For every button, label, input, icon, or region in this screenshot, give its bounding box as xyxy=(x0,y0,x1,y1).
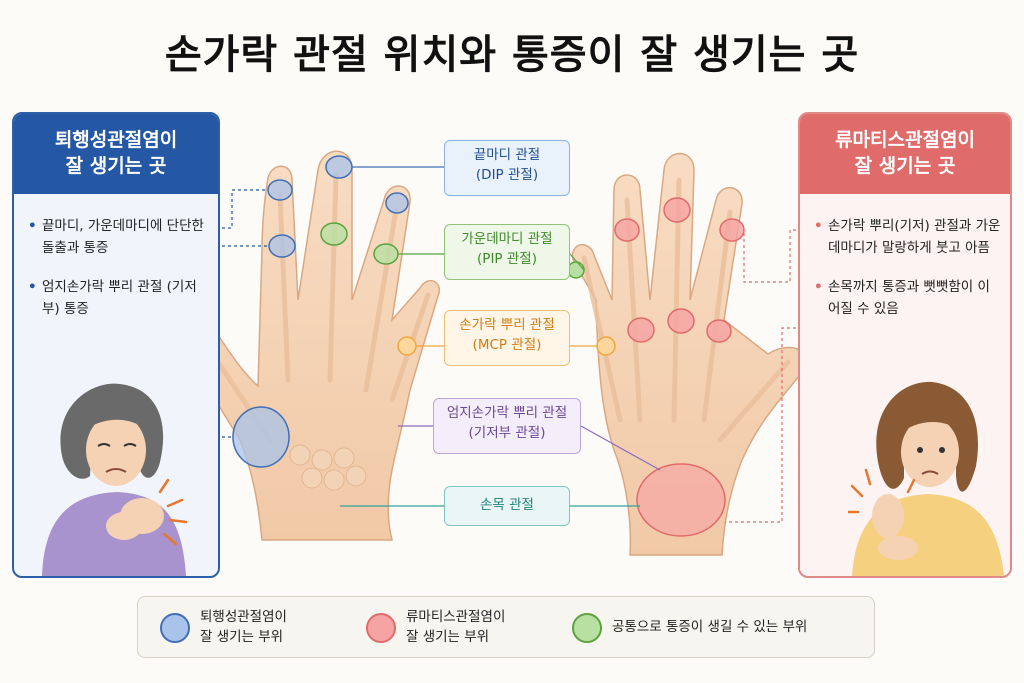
legend-rheum-line1: 류마티스관절염이 xyxy=(406,609,506,626)
right-hand-illustration xyxy=(567,152,807,556)
wrist-joint-label: 손목 관절 xyxy=(444,486,570,526)
mcp-joint-label: 손가락 뿌리 관절 (MCP 관절) xyxy=(444,310,570,366)
legend-rheum-line2: 잘 생기는 부위 xyxy=(406,629,490,645)
mcp-label-code: (MCP 관절) xyxy=(472,336,542,353)
legend: 퇴행성관절염이 잘 생기는 부위 류마티스관절염이 잘 생기는 부위 공통으로 … xyxy=(137,596,875,658)
list-item: 끝마디, 가운데마디에 단단한 돌출과 통증 xyxy=(28,216,210,259)
legend-item-rheumatoid: 류마티스관절염이 잘 생기는 부위 xyxy=(366,597,505,659)
legend-item-osteoarthritis: 퇴행성관절염이 잘 생기는 부위 xyxy=(160,597,287,659)
green-circle-icon xyxy=(572,613,602,643)
rheumatoid-bullet-list: 손가락 뿌리(기저) 관절과 가운데마디가 말랑하게 붓고 아픔 손목까지 통증… xyxy=(800,194,1010,320)
list-item: 손가락 뿌리(기저) 관절과 가운데마디가 말랑하게 붓고 아픔 xyxy=(814,216,1002,259)
osteoarthritis-panel-heading: 퇴행성관절염이 잘 생기는 곳 xyxy=(14,114,218,194)
list-item: 손목까지 통증과 뻣뻣함이 이어질 수 있음 xyxy=(814,277,1002,320)
cmc-joint-label: 엄지손가락 뿌리 관절 (기저부 관절) xyxy=(433,398,581,454)
blue-circle-icon xyxy=(160,613,190,643)
osteoarthritis-heading-line1: 퇴행성관절염이 xyxy=(54,129,178,152)
dip-label-name: 끝마디 관절 xyxy=(473,147,541,163)
cmc-label-code: (기저부 관절) xyxy=(468,424,546,441)
dip-label-code: (DIP 관절) xyxy=(475,166,539,183)
rheumatoid-panel-heading: 류마티스관절염이 잘 생기는 곳 xyxy=(800,114,1010,194)
pip-joint-label: 가운데마디 관절 (PIP 관절) xyxy=(444,224,570,280)
pain-burst-icon xyxy=(158,478,188,546)
rheumatoid-panel: 류마티스관절염이 잘 생기는 곳 손가락 뿌리(기저) 관절과 가운데마디가 말… xyxy=(798,112,1012,578)
red-circle-icon xyxy=(366,613,396,643)
legend-common-line1: 공통으로 통증이 생길 수 있는 부위 xyxy=(612,619,808,636)
list-item: 엄지손가락 뿌리 관절 (기저부) 통증 xyxy=(28,277,210,320)
elderly-woman-icon xyxy=(42,383,188,576)
osteoarthritis-bullet-list: 끝마디, 가운데마디에 단단한 돌출과 통증 엄지손가락 뿌리 관절 (기저부)… xyxy=(14,194,218,320)
cmc-label-name: 엄지손가락 뿌리 관절 xyxy=(446,405,568,421)
page-title: 손가락 관절 위치와 통증이 잘 생기는 곳 xyxy=(164,32,860,78)
dip-joint-label: 끝마디 관절 (DIP 관절) xyxy=(444,140,570,196)
pip-label-name: 가운데마디 관절 xyxy=(461,231,553,247)
osteoarthritis-panel: 퇴행성관절염이 잘 생기는 곳 끝마디, 가운데마디에 단단한 돌출과 통증 엄… xyxy=(12,112,220,578)
legend-osteo-line1: 퇴행성관절염이 xyxy=(200,609,287,626)
wrist-label-name: 손목 관절 xyxy=(480,497,534,513)
osteoarthritis-heading-line2: 잘 생기는 곳 xyxy=(65,155,167,177)
mcp-label-name: 손가락 뿌리 관절 xyxy=(459,317,555,333)
rheumatoid-heading-line1: 류마티스관절염이 xyxy=(835,129,975,152)
pip-label-code: (PIP 관절) xyxy=(477,250,537,267)
left-hand-illustration xyxy=(186,150,441,541)
woman-icon xyxy=(848,381,1004,576)
legend-item-common: 공통으로 통증이 생길 수 있는 부위 xyxy=(572,597,807,659)
rheumatoid-heading-line2: 잘 생기는 곳 xyxy=(854,155,956,177)
pain-burst-icon xyxy=(848,468,916,514)
legend-osteo-line2: 잘 생기는 부위 xyxy=(200,629,284,645)
